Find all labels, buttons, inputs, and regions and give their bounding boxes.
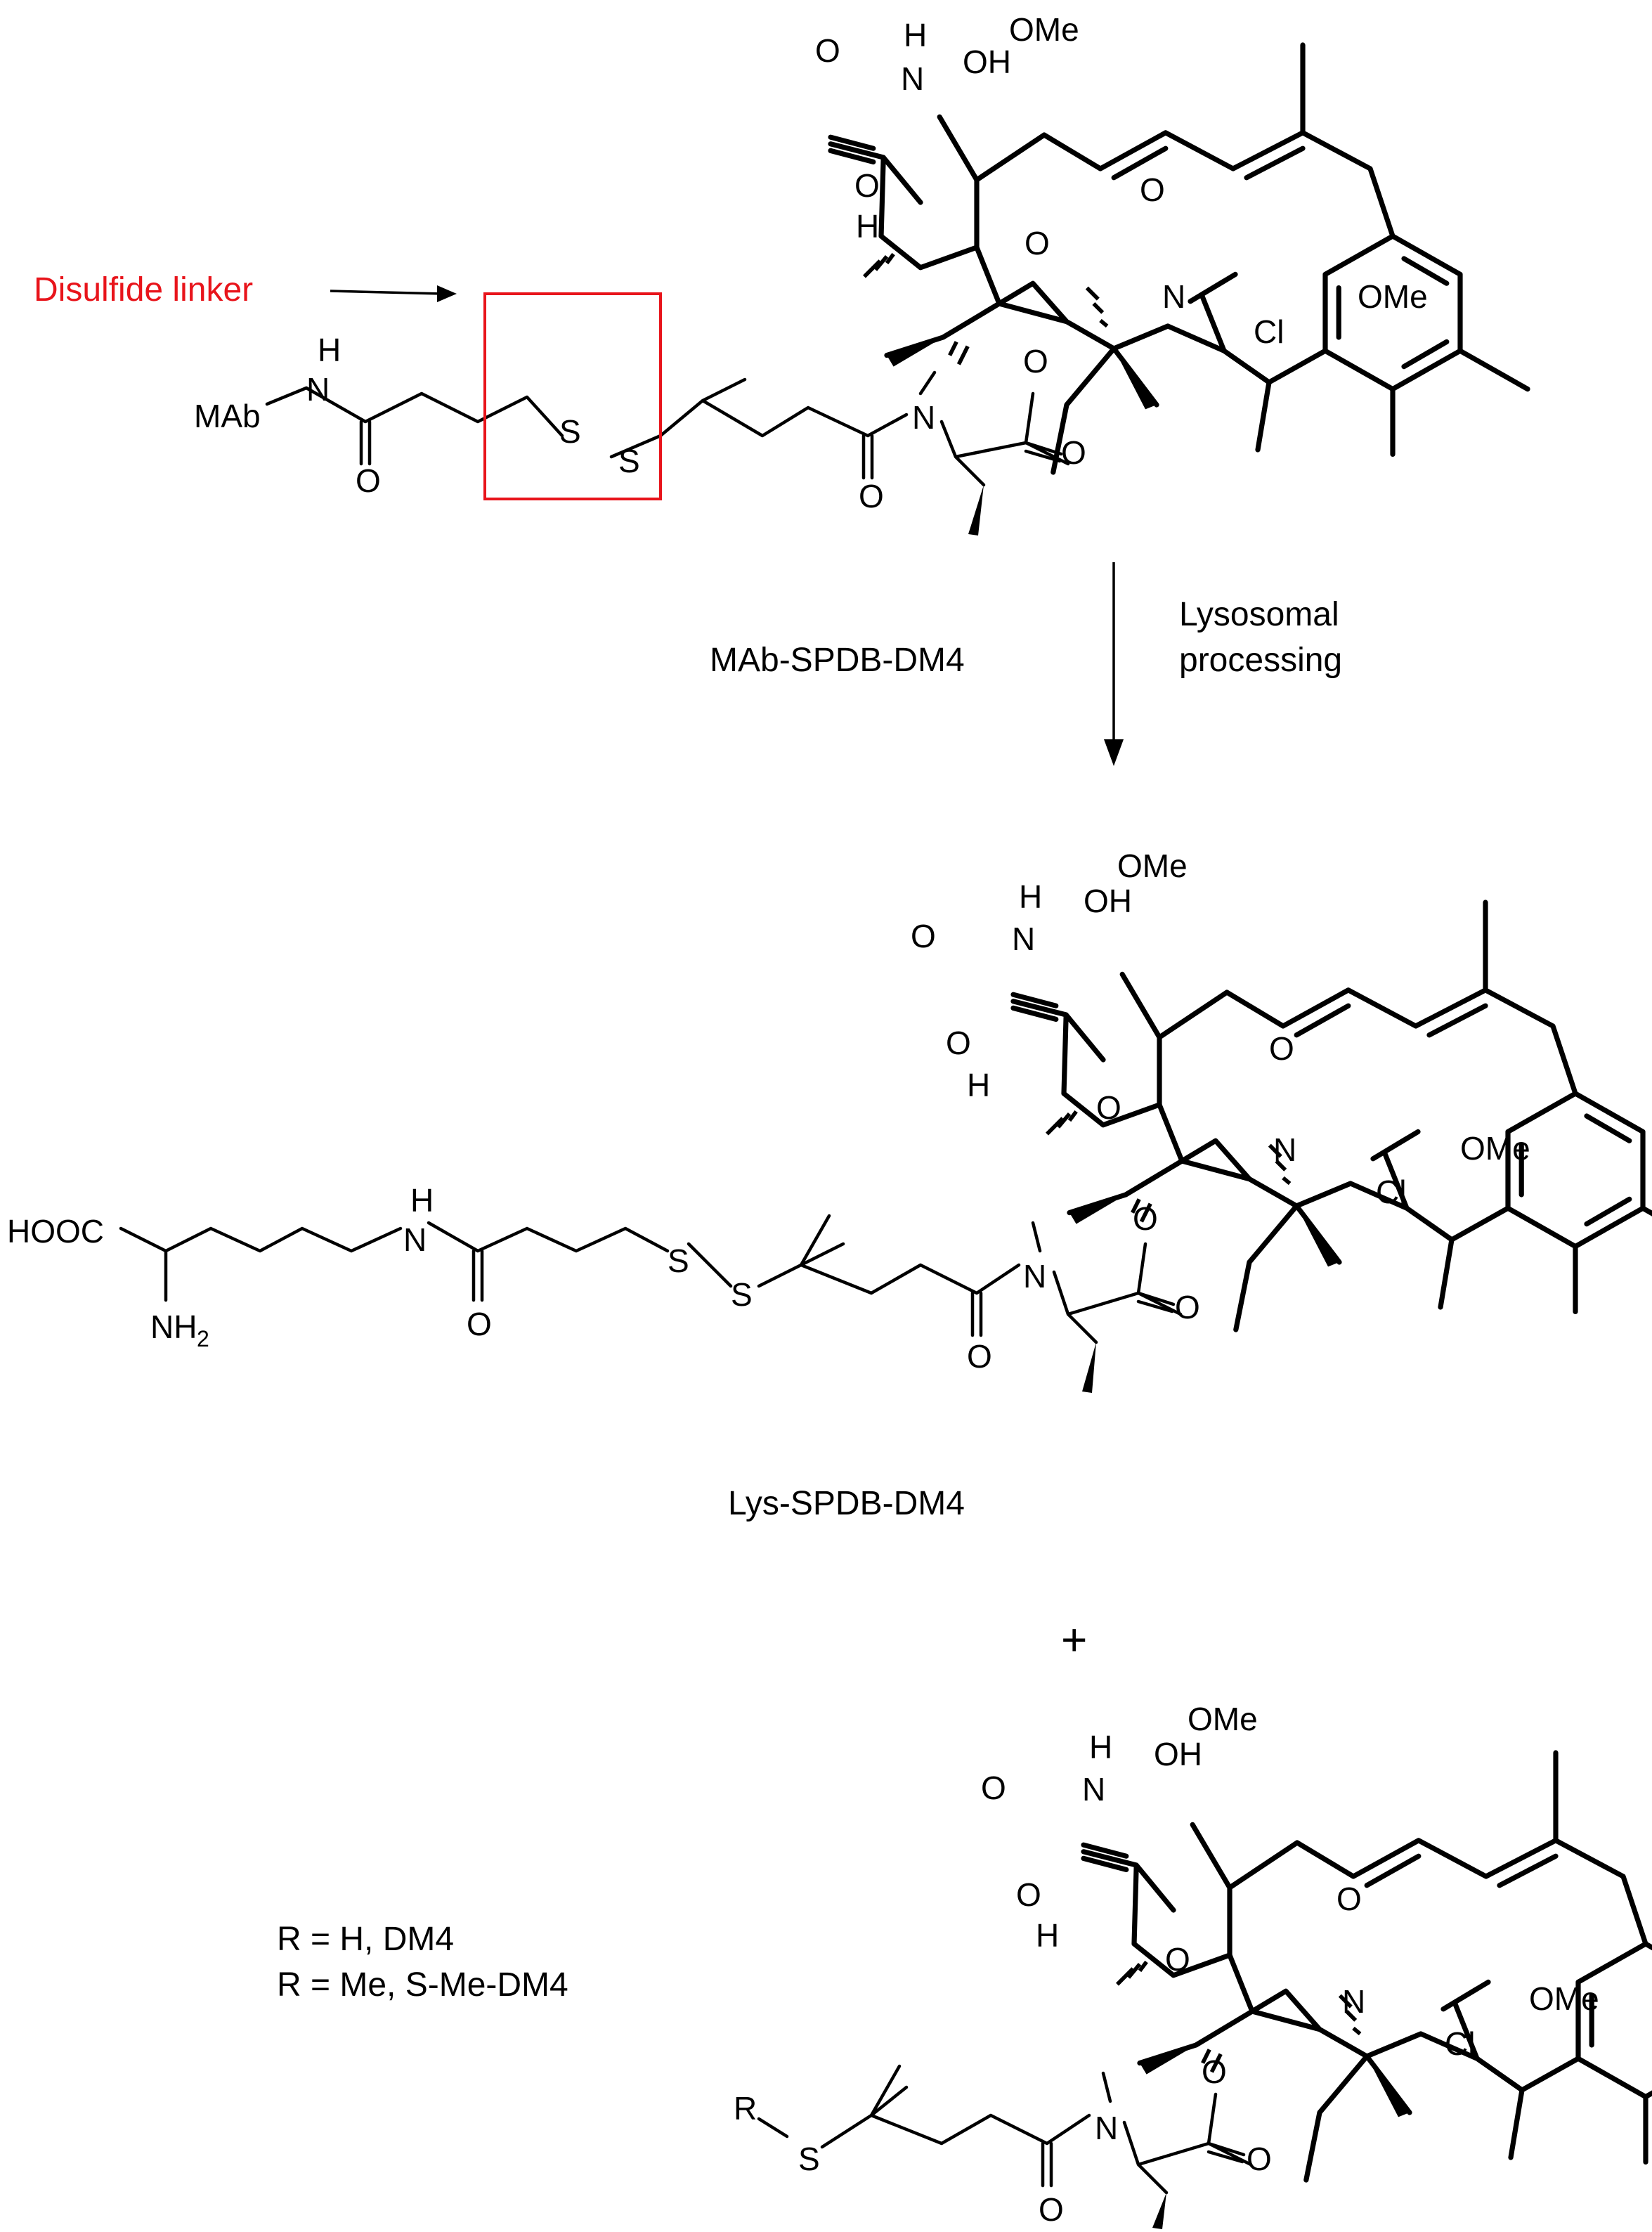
svg-text:OMe: OMe: [1009, 11, 1079, 48]
process-line-1: Lysosomal: [1179, 596, 1339, 633]
svg-text:OMe: OMe: [1358, 278, 1428, 315]
svg-text:O: O: [1023, 343, 1048, 379]
svg-text:H: H: [410, 1182, 434, 1219]
svg-text:H: H: [967, 1067, 990, 1103]
svg-text:O: O: [1247, 2141, 1272, 2177]
svg-text:S: S: [798, 2141, 820, 2177]
svg-text:O: O: [815, 32, 840, 69]
svg-text:N: N: [912, 399, 935, 436]
svg-text:O: O: [946, 1025, 971, 1061]
svg-text:H: H: [1036, 1917, 1059, 1954]
svg-text:N: N: [306, 371, 330, 408]
svg-text:O: O: [1140, 171, 1165, 208]
svg-text:O: O: [356, 462, 381, 499]
svg-text:O: O: [1165, 1941, 1190, 1978]
svg-text:HOOC: HOOC: [7, 1213, 104, 1250]
svg-text:OMe: OMe: [1529, 1980, 1599, 2017]
svg-text:R: R: [734, 2090, 757, 2127]
svg-text:O: O: [1025, 225, 1050, 261]
reaction-arrow: [1104, 562, 1124, 766]
svg-text:O: O: [1061, 434, 1086, 471]
svg-text:OMe: OMe: [1117, 848, 1188, 884]
svg-text:O: O: [859, 478, 884, 514]
plus-sign: +: [1061, 1614, 1087, 1665]
svg-text:O: O: [1175, 1289, 1200, 1325]
svg-text:N: N: [1162, 278, 1185, 315]
svg-text:N: N: [1023, 1258, 1046, 1295]
svg-text:O: O: [1202, 2053, 1227, 2090]
svg-text:H: H: [1089, 1729, 1112, 1765]
process-line-2: processing: [1179, 642, 1342, 679]
svg-text:OH: OH: [1084, 883, 1132, 919]
svg-text:O: O: [1336, 1881, 1362, 1917]
svg-text:N: N: [1342, 1983, 1365, 2020]
svg-text:O: O: [1039, 2191, 1064, 2228]
linker-label: Disulfide linker: [34, 271, 253, 309]
svg-text:2: 2: [197, 1326, 209, 1351]
svg-text:O: O: [981, 1770, 1006, 1806]
linker-arrow: [330, 285, 457, 302]
lys-spdb-dm4-structure: O H N OH OMe O H O O N Cl OMe O HOOC NH …: [7, 848, 1652, 1393]
svg-text:OH: OH: [963, 44, 1011, 80]
svg-text:N: N: [1095, 2110, 1118, 2146]
svg-text:O: O: [1133, 1200, 1158, 1237]
conjugate-structure: O H N OH OMe O H O O N Cl OMe O MAb H N …: [194, 11, 1528, 536]
svg-text:O: O: [1016, 1876, 1041, 1913]
svg-text:N: N: [901, 60, 924, 97]
svg-text:MAb: MAb: [194, 398, 261, 434]
svg-text:S: S: [618, 443, 640, 479]
conjugate-name: MAb-SPDB-DM4: [710, 642, 965, 679]
svg-text:S: S: [731, 1276, 753, 1313]
svg-text:OMe: OMe: [1188, 1701, 1258, 1737]
dm4-structure: O H N OH OMe O H O O N Cl OMe O R S O N …: [734, 1701, 1652, 2229]
svg-text:Cl: Cl: [1445, 2025, 1475, 2062]
r-definition-1: R = H, DM4: [277, 1921, 454, 1958]
svg-text:O: O: [467, 1306, 492, 1342]
svg-text:H: H: [318, 332, 341, 368]
svg-text:N: N: [1273, 1131, 1296, 1168]
svg-text:OMe: OMe: [1460, 1130, 1530, 1167]
disulfide-highlight-box: [483, 292, 662, 500]
svg-text:S: S: [668, 1242, 689, 1279]
svg-text:H: H: [904, 17, 927, 53]
svg-text:Cl: Cl: [1376, 1174, 1406, 1210]
svg-text:O: O: [854, 167, 880, 204]
svg-text:O: O: [967, 1338, 992, 1375]
svg-text:N: N: [1012, 921, 1035, 957]
svg-text:O: O: [1096, 1089, 1121, 1126]
svg-text:S: S: [559, 413, 581, 450]
svg-text:OH: OH: [1154, 1736, 1202, 1772]
svg-text:H: H: [856, 208, 879, 245]
r-definition-2: R = Me, S-Me-DM4: [277, 1966, 568, 2004]
svg-text:N: N: [403, 1221, 427, 1258]
svg-text:NH: NH: [150, 1309, 197, 1345]
svg-text:H: H: [1019, 878, 1042, 915]
svg-text:N: N: [1082, 1771, 1105, 1808]
lys-name: Lys-SPDB-DM4: [728, 1485, 965, 1522]
svg-text:O: O: [911, 918, 936, 954]
svg-text:Cl: Cl: [1254, 313, 1284, 350]
svg-text:O: O: [1269, 1030, 1294, 1067]
